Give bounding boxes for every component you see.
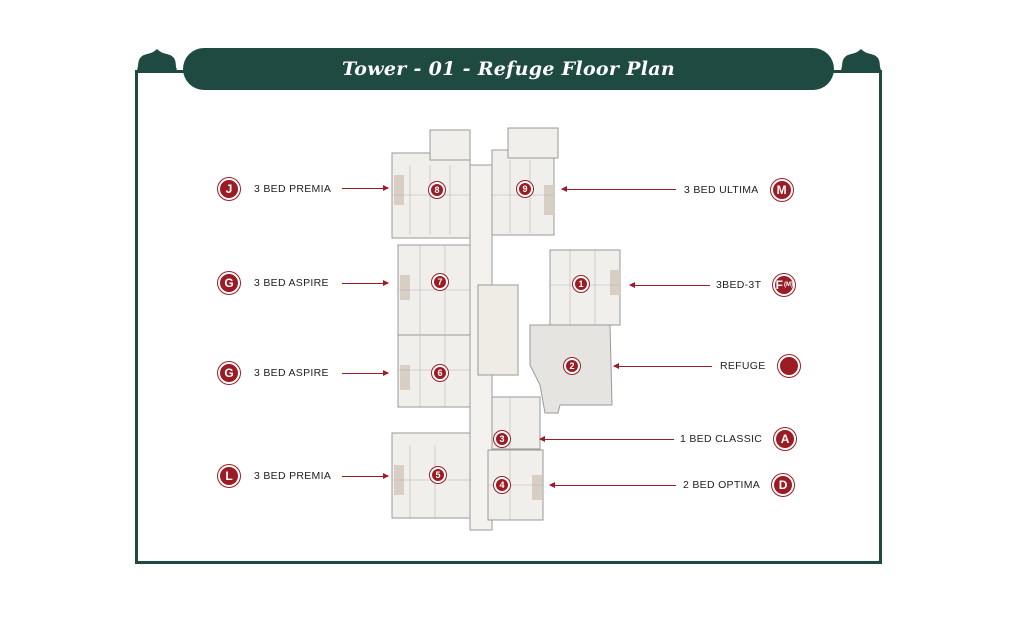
unit-type-code-suffix: (M) [783, 282, 793, 288]
unit-type-label: 3 BED PREMIA [254, 183, 332, 195]
pointer-arrow [342, 370, 389, 376]
unit-type-badge: A [774, 428, 797, 450]
pointer-arrow [561, 186, 676, 192]
unit-type-badge: M [770, 179, 793, 201]
unit-type-label: 1 BED CLASSIC [680, 433, 763, 445]
unit-number-9: 9 [517, 181, 533, 197]
callout-left-3: G 3 BED ASPIRE [218, 362, 329, 384]
unit-type-label: 3 BED ASPIRE [254, 367, 329, 379]
unit-number-8: 8 [429, 182, 445, 198]
unit-type-label: 3 BED ULTIMA [684, 184, 759, 196]
unit-type-badge: D [772, 474, 795, 496]
unit-type-badge: G [218, 272, 240, 294]
refuge-badge [777, 355, 800, 377]
unit-number-3: 3 [494, 431, 510, 447]
unit-type-label: REFUGE [720, 360, 766, 372]
callout-left-1: J 3 BED PREMIA [218, 178, 331, 200]
callout-right-1: 3 BED ULTIMA M [684, 179, 793, 201]
unit-type-badge: L [218, 465, 240, 487]
floor-plan-drawing [391, 127, 621, 531]
unit-type-badge: G [218, 362, 240, 384]
callout-left-4: L 3 BED PREMIA [218, 465, 331, 487]
pointer-arrow [629, 282, 710, 288]
callout-right-5: 2 BED OPTIMA D [683, 474, 795, 496]
unit-type-label: 2 BED OPTIMA [683, 479, 761, 491]
unit-type-label: 3 BED PREMIA [254, 470, 332, 482]
callout-right-4: 1 BED CLASSIC A [680, 428, 797, 450]
callout-right-2: 3BED-3T F(M) [716, 274, 796, 296]
unit-number-2: 2 [564, 358, 580, 374]
unit-type-badge: J [218, 178, 240, 200]
unit-number-5: 5 [430, 467, 446, 483]
unit-number-1: 1 [573, 276, 589, 292]
unit-number-7: 7 [432, 274, 448, 290]
unit-type-code: F [775, 278, 783, 292]
page-title: Tower - 01 - Refuge Floor Plan [342, 58, 675, 80]
pointer-arrow [342, 280, 389, 286]
pointer-arrow [539, 436, 674, 442]
unit-type-label: 3 BED ASPIRE [254, 277, 329, 289]
callout-right-3: REFUGE [720, 355, 800, 377]
callout-left-2: G 3 BED ASPIRE [218, 272, 329, 294]
pointer-arrow [342, 185, 389, 191]
unit-type-badge: F(M) [773, 274, 796, 296]
title-banner: Tower - 01 - Refuge Floor Plan [183, 48, 834, 90]
pointer-arrow [342, 473, 389, 479]
pointer-arrow [613, 363, 712, 369]
unit-type-label: 3BED-3T [716, 279, 762, 291]
unit-number-6: 6 [432, 365, 448, 381]
unit-number-4: 4 [494, 477, 510, 493]
pointer-arrow [549, 482, 676, 488]
